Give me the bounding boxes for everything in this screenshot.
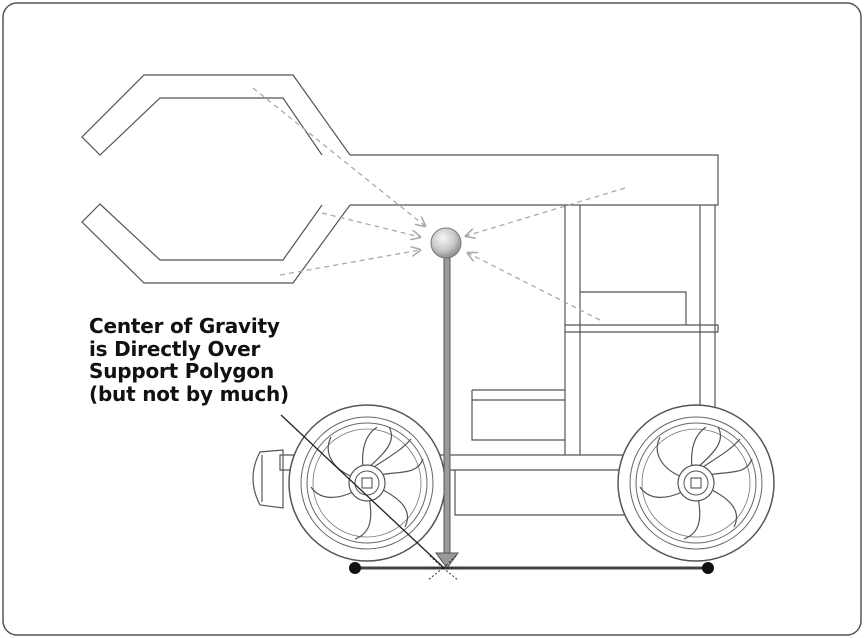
contact-burst-icon bbox=[426, 555, 460, 581]
label-line-2: is Directly Over bbox=[89, 336, 261, 361]
center-of-gravity-icon bbox=[430, 227, 462, 259]
label-line-3: Support Polygon bbox=[89, 359, 274, 383]
robot-chassis bbox=[81, 74, 719, 516]
label-line-4: (but not by much) bbox=[89, 381, 289, 406]
center-of-gravity-dashed-lines bbox=[252, 87, 626, 321]
label-pointer-line bbox=[280, 414, 444, 568]
center-of-gravity-label: Center of Gravity is Directly Over Suppo… bbox=[89, 315, 349, 405]
rear-wheel bbox=[617, 404, 775, 562]
label-line-1: Center of Gravity bbox=[89, 314, 280, 338]
front-contact-point-icon bbox=[349, 562, 361, 574]
front-wheel bbox=[288, 404, 446, 562]
rear-contact-point-icon bbox=[702, 562, 714, 574]
